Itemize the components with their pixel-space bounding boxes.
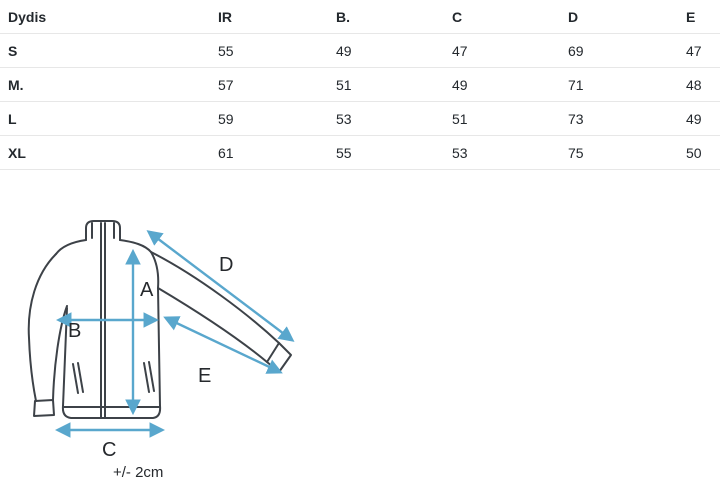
table-row-l: L 59 53 51 73 49	[0, 101, 720, 136]
body-left-edge	[62, 307, 68, 407]
tolerance-note: +/- 2cm	[113, 464, 164, 481]
cell: 47	[678, 33, 720, 68]
measurement-diagram: A B C D E +/- 2cm	[10, 216, 340, 491]
cell: 51	[328, 67, 444, 102]
cell: 51	[444, 101, 560, 136]
right-pocket-slit	[143, 362, 150, 393]
col-header-dydis: Dydis	[8, 9, 47, 25]
hem	[61, 405, 162, 419]
cell: 73	[560, 101, 678, 136]
table-row-m: M. 57 51 49 71 48	[0, 67, 720, 102]
left-sleeve-outer	[27, 253, 57, 402]
shoulder-right	[119, 239, 152, 253]
cell: 55	[328, 135, 444, 170]
col-header-c: C	[452, 9, 463, 25]
measure-d-arrow	[146, 230, 295, 342]
cell: 47	[444, 33, 560, 68]
col-header-d: D	[568, 9, 579, 25]
collar	[85, 220, 121, 241]
jacket-diagram: A B C D E	[27, 220, 295, 461]
cell: 49	[328, 33, 444, 68]
measure-e-label: E	[198, 365, 211, 387]
cell: 61	[210, 135, 328, 170]
cell: 69	[560, 33, 678, 68]
left-pocket-slit	[72, 363, 79, 394]
cell: 57	[210, 67, 328, 102]
shoulder-left	[55, 239, 87, 255]
cell: 49	[678, 101, 720, 136]
table-header-row: Dydis IR B. C D E	[0, 0, 720, 34]
left-pocket-slit-2	[77, 362, 84, 393]
row-label: L	[0, 101, 210, 136]
right-sleeve-top	[150, 251, 280, 344]
table-row-xl: XL 61 55 53 75 50	[0, 135, 720, 170]
measure-a-label: A	[140, 279, 154, 301]
row-label: M.	[0, 67, 210, 102]
row-label: S	[0, 33, 210, 68]
table-row-s: S 55 49 47 69 47	[0, 33, 720, 68]
cell: 50	[678, 135, 720, 170]
col-header-ir: IR	[218, 9, 232, 25]
left-cuff	[33, 399, 55, 417]
measure-c-label: C	[102, 439, 116, 461]
col-header-e: E	[686, 9, 696, 25]
cell: 71	[560, 67, 678, 102]
cell: 75	[560, 135, 678, 170]
measure-arrows	[54, 230, 295, 438]
measure-labels: A B C D E	[68, 254, 233, 461]
cell: 53	[444, 135, 560, 170]
col-header-b: B.	[336, 9, 350, 25]
row-label: XL	[0, 135, 210, 170]
right-sleeve-bottom	[157, 287, 268, 363]
cell: 59	[210, 101, 328, 136]
cell: 49	[444, 67, 560, 102]
cell: 55	[210, 33, 328, 68]
measure-b-label: B	[68, 320, 81, 342]
cell: 53	[328, 101, 444, 136]
cell: 48	[678, 67, 720, 102]
right-pocket-slit-2	[148, 361, 155, 392]
measure-d-label: D	[219, 254, 233, 276]
measure-e-arrow	[163, 316, 283, 374]
size-table: Dydis IR B. C D E S 55 49 47 69 47 M. 57…	[0, 0, 720, 170]
